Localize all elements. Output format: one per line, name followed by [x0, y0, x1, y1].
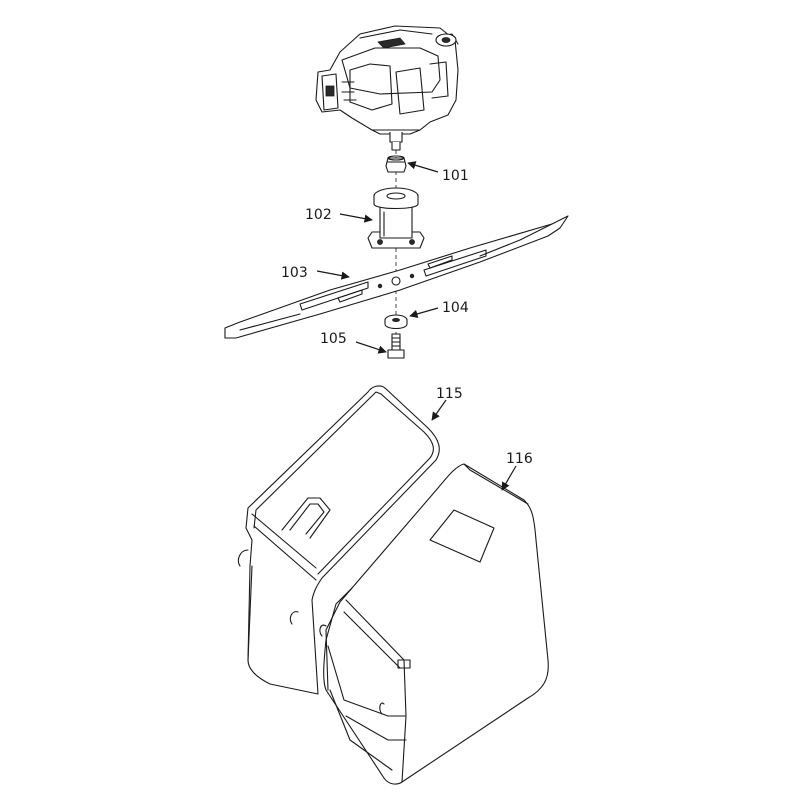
part-105-bolt	[387, 333, 405, 359]
leader-115	[431, 399, 447, 421]
leader-104	[409, 307, 439, 318]
callout-105: 105	[320, 331, 347, 347]
part-116-grass-bag	[319, 463, 549, 785]
engine	[315, 25, 459, 151]
callout-102: 102	[305, 207, 332, 223]
part-102-blade-hub	[367, 187, 425, 249]
part-115-bag-frame	[237, 385, 440, 695]
leader-102	[339, 213, 373, 223]
part-104-washer	[384, 314, 408, 330]
leader-105	[355, 341, 387, 354]
leader-116	[501, 465, 517, 491]
leader-101	[407, 161, 439, 173]
callout-labels: 101 102 103 104 105 115 116	[281, 168, 533, 467]
callout-103: 103	[281, 265, 308, 281]
callout-115: 115	[436, 386, 463, 402]
callout-101: 101	[442, 168, 469, 184]
part-103-blade	[224, 215, 569, 339]
callout-116: 116	[506, 451, 533, 467]
leader-arrows	[316, 161, 517, 491]
part-101-key	[385, 155, 407, 173]
callout-104: 104	[442, 300, 469, 316]
leader-103	[316, 270, 350, 280]
